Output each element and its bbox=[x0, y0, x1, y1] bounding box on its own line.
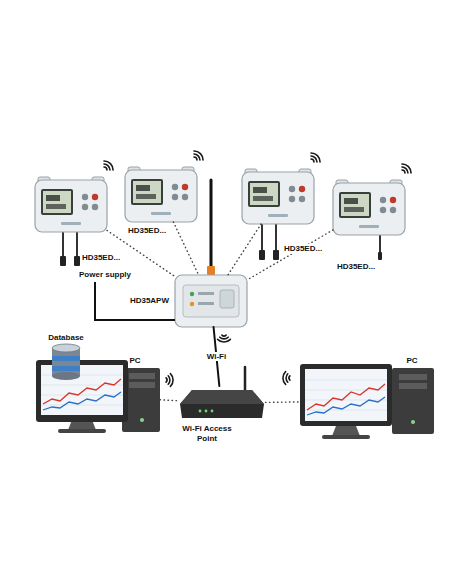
database-icon: Database bbox=[52, 344, 80, 378]
pc-illustration bbox=[36, 360, 128, 422]
pc-illustration bbox=[399, 374, 427, 380]
pc-illustration bbox=[129, 382, 155, 388]
pc-illustration bbox=[399, 383, 427, 389]
database-illustration bbox=[52, 356, 80, 361]
antenna bbox=[210, 180, 213, 276]
antenna bbox=[207, 266, 215, 275]
pc-illustration bbox=[43, 379, 121, 404]
pc-workstation: PC bbox=[35, 360, 160, 433]
logger-illustration bbox=[333, 180, 405, 235]
database-illustration bbox=[52, 366, 80, 371]
base-unit-illustration bbox=[175, 275, 247, 327]
base-unit-illustration bbox=[175, 275, 247, 327]
pc-illustration bbox=[411, 420, 415, 424]
wifi-router: Wi-Fi Access Point bbox=[178, 386, 264, 420]
pc-illustration bbox=[307, 397, 385, 415]
annotation-label: Power supply bbox=[78, 270, 132, 280]
base-unit-illustration bbox=[198, 292, 214, 295]
pc-illustration bbox=[332, 426, 360, 436]
device-label: PC bbox=[405, 356, 418, 366]
data-logger: HD35ED... bbox=[242, 172, 314, 224]
pc-illustration bbox=[300, 364, 392, 426]
pc-illustration bbox=[322, 435, 370, 439]
wireless-link bbox=[160, 399, 178, 401]
power-wire bbox=[95, 282, 175, 320]
probe-plug bbox=[378, 252, 382, 260]
pc-workstation: PC bbox=[298, 362, 436, 440]
database-illustration bbox=[52, 344, 80, 380]
pc-illustration bbox=[36, 360, 160, 433]
device-label: HD35ED... bbox=[283, 244, 323, 254]
router-illustration bbox=[211, 410, 214, 413]
router-illustration bbox=[180, 390, 264, 404]
probe-plug bbox=[74, 256, 80, 266]
antenna bbox=[207, 180, 215, 276]
wifi-symbol bbox=[101, 159, 115, 173]
device-label: HD35ED... bbox=[127, 226, 167, 236]
wifi-symbol bbox=[399, 162, 413, 176]
pc-illustration bbox=[305, 380, 387, 410]
router-illustration bbox=[244, 367, 247, 391]
device-label: Wi-Fi Access Point bbox=[177, 424, 237, 443]
pc-illustration bbox=[58, 429, 106, 433]
data-logger: HD35ED... bbox=[35, 180, 107, 232]
wifi-symbol bbox=[191, 149, 205, 163]
data-logger: HD35ED... bbox=[333, 183, 405, 235]
base-station: HD35APW bbox=[175, 275, 247, 327]
wifi-symbol bbox=[283, 372, 290, 385]
logger-illustration bbox=[125, 167, 197, 222]
wifi-symbol bbox=[166, 374, 173, 387]
pc-illustration bbox=[392, 368, 434, 434]
router-illustration bbox=[199, 410, 202, 413]
logger-illustration bbox=[242, 169, 314, 224]
pc-illustration bbox=[43, 392, 121, 410]
router-illustration bbox=[180, 367, 264, 418]
pc-illustration bbox=[129, 373, 155, 379]
probe-plug bbox=[259, 250, 265, 260]
device-label: Database bbox=[47, 333, 85, 343]
database-illustration bbox=[52, 344, 80, 352]
edge-label: Wi-Fi bbox=[206, 352, 227, 362]
base-unit-illustration bbox=[190, 302, 194, 306]
pc-illustration bbox=[300, 364, 434, 439]
database-illustration bbox=[52, 372, 80, 380]
logger-illustration bbox=[35, 177, 107, 232]
device-label: PC bbox=[128, 356, 141, 366]
pc-illustration bbox=[140, 418, 144, 422]
pc-illustration bbox=[41, 375, 123, 405]
device-label: HD35APW bbox=[129, 296, 170, 306]
base-unit-illustration bbox=[220, 290, 234, 308]
wifi-symbol bbox=[308, 151, 322, 165]
probe-cable bbox=[379, 235, 381, 254]
data-logger: HD35ED... bbox=[125, 170, 197, 222]
wireless-link bbox=[264, 401, 298, 403]
device-label: HD35ED... bbox=[81, 253, 121, 263]
wifi-symbol bbox=[218, 335, 231, 342]
wireless-link bbox=[173, 222, 198, 275]
pc-illustration bbox=[305, 369, 387, 421]
probe-plug bbox=[60, 256, 66, 266]
probe-plug bbox=[60, 250, 382, 266]
router-illustration bbox=[180, 390, 264, 418]
probe-plug bbox=[273, 250, 279, 260]
base-unit-illustration bbox=[198, 302, 214, 305]
router-illustration bbox=[205, 410, 208, 413]
wireless-link bbox=[247, 230, 333, 280]
base-unit-illustration bbox=[190, 292, 194, 296]
device-label: HD35ED... bbox=[336, 262, 376, 272]
wireless-link bbox=[228, 224, 261, 275]
base-unit-illustration bbox=[183, 285, 239, 317]
